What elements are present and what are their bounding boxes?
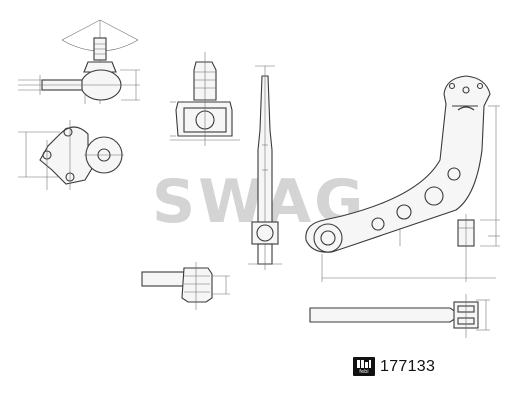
- arm-bottom-view: [309, 294, 490, 338]
- bushing-detail-view: [141, 262, 230, 310]
- febi-logo-icon: febi: [353, 357, 375, 376]
- logo-text: febi: [359, 369, 369, 375]
- bushing-section-view: [170, 52, 240, 146]
- control-arm-top-view: [305, 75, 500, 282]
- ball-joint-side-view: [18, 19, 140, 104]
- part-number: 177133: [380, 358, 436, 375]
- arm-side-view: [248, 65, 282, 270]
- ball-joint-top-view: [18, 120, 124, 190]
- febi-logo-mark: [357, 360, 371, 368]
